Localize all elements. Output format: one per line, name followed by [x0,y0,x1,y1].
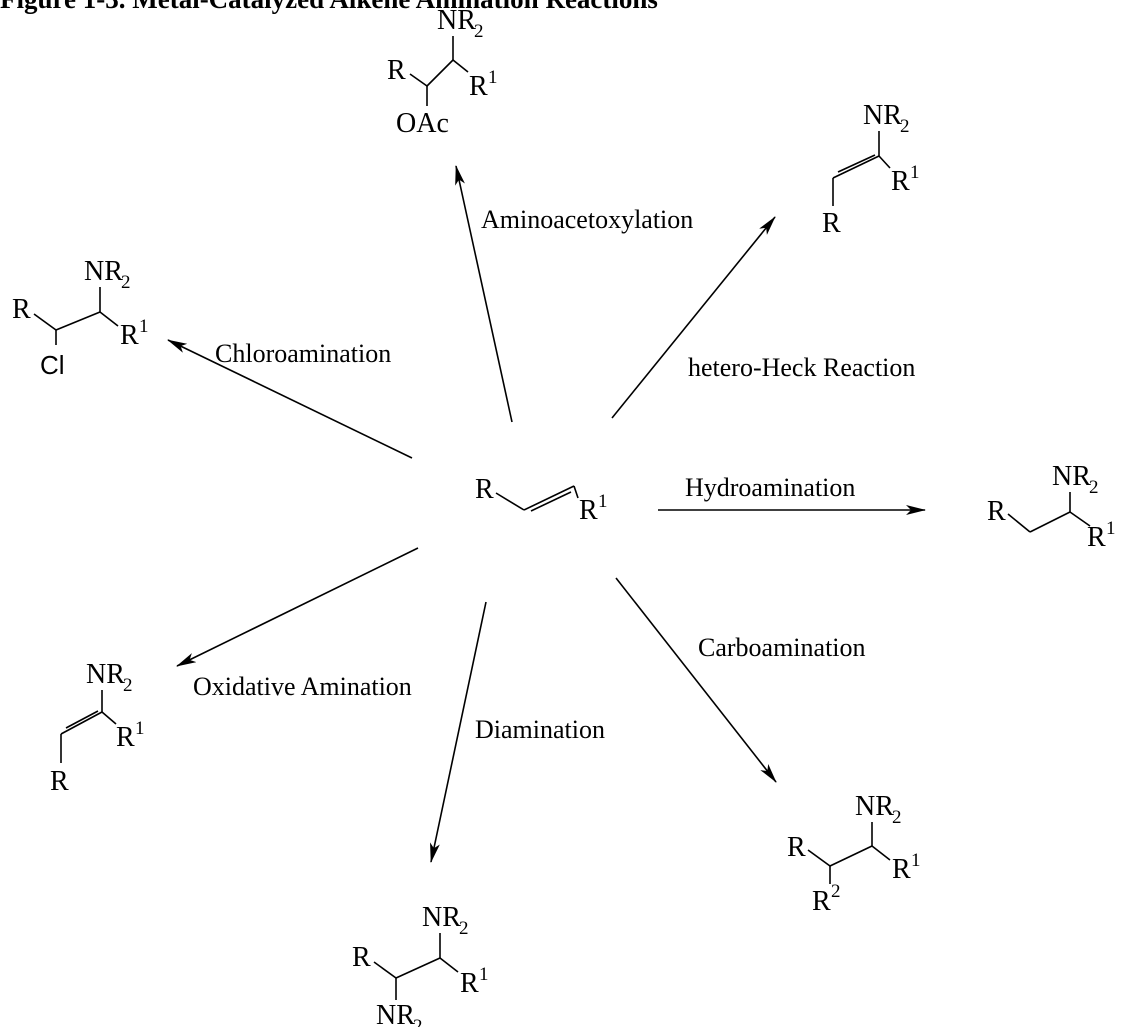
subscript: 2 [123,675,133,696]
bond [1007,513,1031,533]
bond [99,311,119,327]
figure-title: Figure 1-3. Metal-Catalyzed Alkene Amina… [0,0,658,14]
product-hetero-heck: NR 2 R 1 R [822,100,920,239]
atom-r: R [12,294,31,325]
label-oxidative-amination: Oxidative Amination [193,672,412,701]
product-oxidative-amination: NR 2 R 1 R [50,659,145,797]
label-chloroamination: Chloroamination [215,339,391,368]
bond [1069,511,1091,527]
subscript: 2 [900,116,910,137]
label-aminoacetoxylation: Aminoacetoxylation [481,205,693,234]
bond [832,155,880,179]
superscript: 1 [139,316,149,337]
atom-nr: NR [863,100,902,131]
superscript: 1 [911,850,921,871]
product-chloroamination: NR 2 R R 1 Cl [12,256,149,380]
atom-r: R [891,166,910,197]
bond [373,961,397,979]
product-diamination: NR 2 R R 1 NR 2 [352,902,489,1032]
subscript: 2 [413,1016,423,1027]
atom-r: R [50,766,69,797]
central-alkene: R R 1 [475,474,608,526]
atom-r: R [787,832,806,863]
arrow-chloroamination [167,339,413,459]
arrow-oxidative-amination [176,547,419,667]
bond [60,711,103,735]
bond [829,845,873,867]
subscript: 2 [892,807,902,828]
atom-r: R [387,55,406,86]
atom-nr: NR [376,1000,415,1027]
superscript: 2 [831,881,841,902]
subscript: 2 [121,272,131,293]
superscript: 1 [1106,518,1116,539]
subscript: 2 [459,918,469,939]
superscript: 1 [910,162,920,183]
bond [495,492,525,511]
atom-nr: NR [86,659,125,690]
bond [871,845,891,861]
arrow-carboamination [615,577,777,783]
atom-r: R [892,854,911,885]
atom-nr: NR [855,791,894,822]
bond-double [65,710,99,729]
atom-r: R [120,320,139,351]
arrow-aminoacetoxylation [455,165,513,423]
label-carboamination: Carboamination [698,633,866,662]
label-hydroamination: Hydroamination [685,473,855,502]
bond [395,957,441,979]
bond [409,73,428,87]
product-aminoacetoxylation: NR 2 R R 1 OAc [387,5,498,139]
atom-nr: NR [1052,461,1091,492]
atom-cl: Cl [40,350,65,380]
arrow-diamination [430,601,487,863]
bond-double [837,154,876,173]
subscript: 2 [1089,477,1099,498]
atom-nr: NR [437,5,476,36]
atom-r: R [579,495,598,526]
atom-r: R [352,942,371,973]
atom-nr: NR [84,256,123,287]
label-diamination: Diamination [475,715,605,744]
bond [523,485,575,511]
bond [101,711,117,725]
bond [33,313,57,331]
bond-double [530,491,572,512]
bond [807,849,831,867]
atom-r: R [460,968,479,999]
atom-r: R [812,886,831,917]
superscript: 1 [488,67,498,88]
superscript: 1 [479,964,489,985]
atom-r: R [987,496,1006,527]
atom-r: R [1087,522,1106,553]
bond [426,59,454,87]
atom-oac: OAc [396,108,449,139]
bond [55,311,101,331]
product-hydroamination: NR 2 R R 1 [987,461,1116,553]
superscript: 1 [598,491,608,512]
atom-r: R [469,71,488,102]
subscript: 2 [474,21,484,42]
bond [573,485,579,499]
superscript: 1 [135,718,145,739]
atom-nr: NR [422,902,461,933]
atom-r: R [822,208,841,239]
bond [878,155,891,169]
product-carboamination: NR 2 R R 1 R 2 [787,791,921,917]
bond [1029,511,1071,533]
bond [439,957,459,973]
bond [452,59,469,73]
label-hetero-heck: hetero-Heck Reaction [688,353,915,382]
atom-r: R [475,474,494,505]
atom-r: R [116,722,135,753]
arrow-hetero-heck [611,216,776,419]
